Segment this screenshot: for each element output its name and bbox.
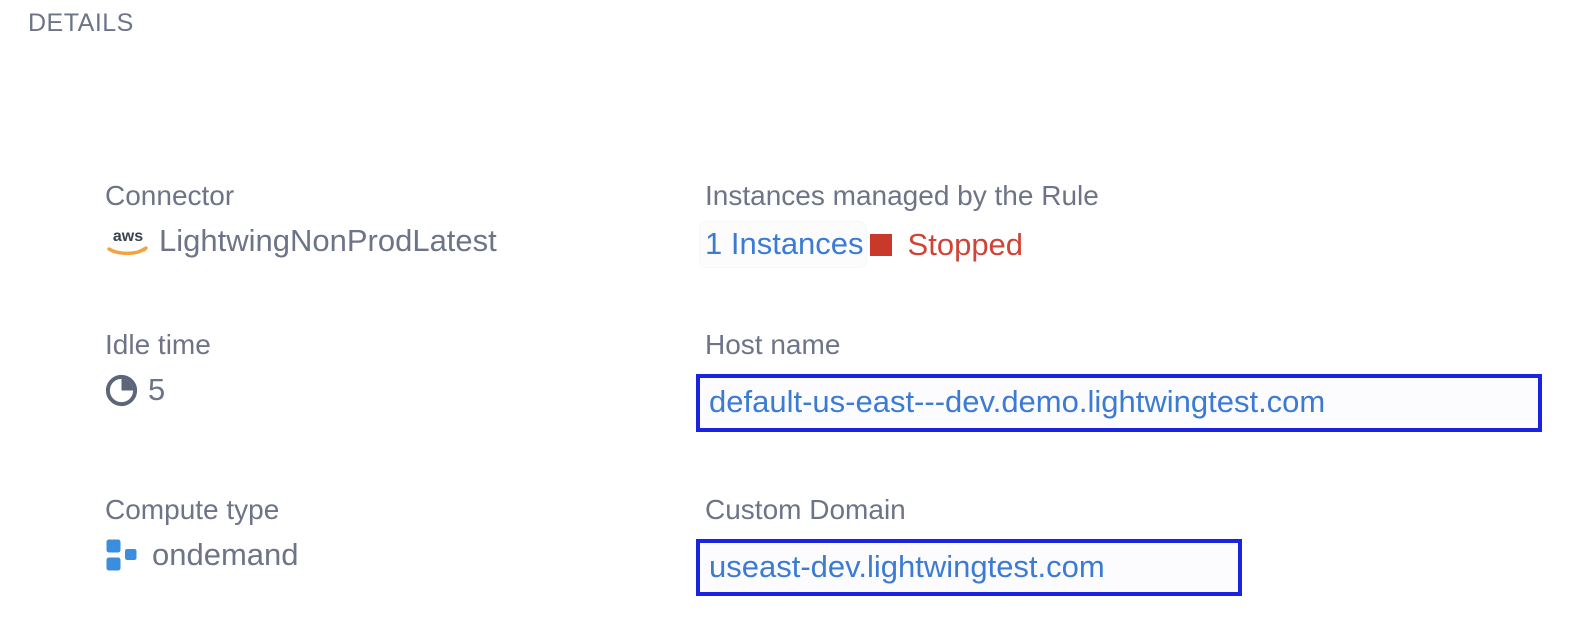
compute-type-value-row: ondemand <box>105 536 705 575</box>
field-compute-type: Compute type ondemand <box>105 492 705 597</box>
custom-domain-value[interactable]: useast-dev.lightwingtest.com <box>709 548 1105 584</box>
compute-squares-icon <box>105 538 143 572</box>
compute-type-label: Compute type <box>105 493 280 525</box>
instances-label: Instances managed by the Rule <box>705 180 1099 211</box>
custom-domain-highlight-box[interactable]: useast-dev.lightwingtest.com <box>696 538 1242 597</box>
stopped-square-icon <box>869 233 892 256</box>
clock-pie-icon <box>105 374 138 407</box>
connector-value: LightwingNonProdLatest <box>159 223 497 258</box>
connector-value-row: aws LightwingNonProdLatest <box>105 222 705 261</box>
page-title: DETAILS <box>28 9 134 37</box>
instances-value-row: 1 Instances Stopped <box>700 222 1575 268</box>
connector-label: Connector <box>105 180 235 211</box>
field-custom-domain: Custom Domain useast-dev.lightwingtest.c… <box>696 492 1575 597</box>
compute-type-value: ondemand <box>152 536 299 572</box>
host-name-highlight-box[interactable]: default-us-east---dev.demo.lightwingtest… <box>696 374 1542 432</box>
field-idle-time: Idle time 5 <box>105 327 705 432</box>
status-badge: Stopped <box>907 226 1024 262</box>
custom-domain-label: Custom Domain <box>705 493 906 525</box>
instances-count-link[interactable]: 1 Instances <box>700 222 866 268</box>
idle-time-value: 5 <box>148 372 166 408</box>
host-name-value[interactable]: default-us-east---dev.demo.lightwingtest… <box>709 384 1326 420</box>
svg-text:aws: aws <box>113 228 143 245</box>
field-host-name: Host name default-us-east---dev.demo.lig… <box>696 327 1575 432</box>
idle-time-value-row: 5 <box>105 371 705 410</box>
idle-time-label: Idle time <box>105 329 211 361</box>
aws-logo-icon: aws <box>105 224 151 258</box>
details-grid: Connector aws LightwingNonProdLatest Ins… <box>105 178 1575 597</box>
field-connector: Connector aws LightwingNonProdLatest <box>105 178 705 267</box>
host-name-label: Host name <box>705 329 841 361</box>
field-instances: Instances managed by the Rule 1 Instance… <box>700 178 1575 268</box>
